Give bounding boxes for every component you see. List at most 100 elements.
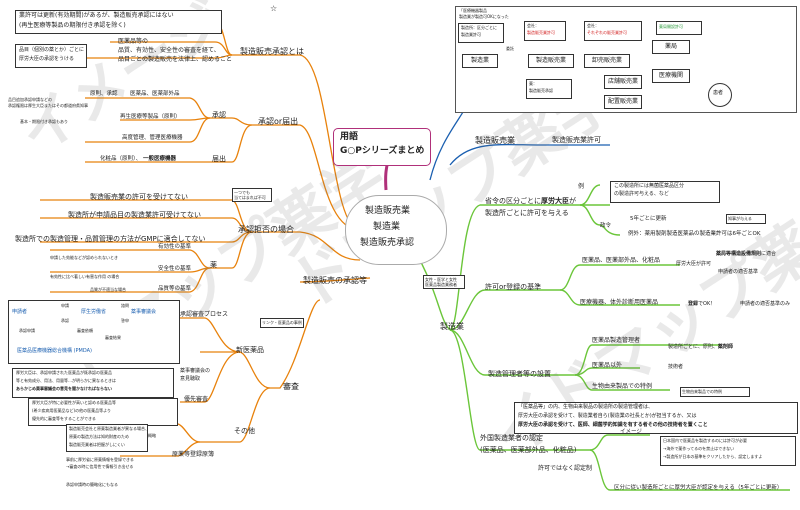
mah-title: 製造販売業: [475, 136, 515, 145]
safe-std: 安全性の基準: [158, 266, 192, 272]
foreign-sub: (医薬品、医薬部外品、化粧品): [480, 446, 577, 454]
example-box-l2: の製造許可与える、など: [614, 191, 669, 197]
priority-box-l2: (希少疾病用医薬品など)の他の医薬品等より: [32, 408, 112, 413]
diag-mah-license-l2: 製造販売業許可: [527, 30, 555, 35]
manager-1-rule: 製造所ごとに、原則、薬剤師: [668, 344, 733, 351]
new-drug-label: 新医薬品: [236, 346, 264, 354]
diag-node-pharmacy: 薬局: [652, 40, 690, 54]
std-1-auth: 厚労大臣が許可: [676, 261, 712, 267]
approval-desc-l2: 品質、有効性、安全性の審査を経て、: [118, 47, 220, 54]
pmda-result: 審査結果: [105, 335, 121, 340]
renew-note: 知事が与える: [726, 214, 766, 224]
tiny-note-mid: 基本・期限付き承認もあり: [20, 119, 68, 124]
approval-or-notify: 承認or届出: [258, 117, 299, 126]
approval-note-2-l1: 品目（個別の薬とか）ごとに: [19, 47, 85, 53]
image-box-l3: →製造所が日本の基準をクリアしたから、認定しますよ: [663, 454, 763, 459]
priority-box-l1: 厚労大臣が特に必要性が高いと認める医薬品等: [32, 400, 116, 405]
priority-review: 優先審査: [184, 396, 209, 403]
refuse-title: 承認拒否の場合: [238, 225, 294, 234]
manager-1-rule-a: 製造所ごとに、原則、: [668, 344, 718, 350]
image-box-l1: 日本国内で医薬品を製造するのには許可が必要: [663, 438, 747, 443]
tiny-note-top-l1: 品目追加承認申請などの: [8, 97, 52, 102]
pmda-arrow-apply: 申請: [61, 303, 69, 308]
approval-desc-l1: 医薬品等の: [118, 38, 149, 45]
generic-box-2-l1: 事前に厚労省に原薬情報を登録できる: [66, 457, 134, 462]
std-1: 医薬品、医薬部外品、化粧品: [582, 257, 661, 264]
approval-note-1: 業許可は更新(有効期間)があるが、製造販売承認にはない (再生医療等製品の期限付…: [15, 10, 222, 34]
std-2-rule: 申請者の適否基準のみ: [740, 301, 791, 307]
manager-3-note: 生物由来製品での特例: [680, 387, 750, 397]
qual-desc: 品質が不適当な場合: [90, 287, 126, 292]
tiny-note-top-l2: 承認権限は厚生大臣またはその都道府県知事: [8, 103, 88, 108]
refuse-note: 一つでも 当てはまれば不可: [232, 188, 272, 203]
approval-item-1: 原則、承認: [90, 91, 118, 97]
diag-pharmacy-license-l1: 薬局開設許可: [659, 24, 683, 29]
priority-box: 厚労大臣が特に必要性が高いと認める医薬品等 (希少疾病用医薬品など)の他の医薬品…: [28, 398, 178, 426]
diag-node-manufacturer: 製造業: [462, 54, 498, 68]
approval-item-3: 高度管理、管理医療機器: [122, 135, 183, 141]
mfg-desc-l1a: 省令の区分ごとに: [485, 197, 541, 205]
bio-box-l1: 「医薬品等」の内、生物由来製品の製造所の製造管理者は、: [518, 404, 654, 410]
refuse-item-3: 製造所での製造管理・品質管理の方法がGMPに適合してない: [15, 235, 206, 243]
diag-node-mah: 製造販売業: [528, 54, 574, 68]
central-line1: 製造販売業: [365, 206, 411, 216]
manager-label: 製造管理者等の設置: [488, 370, 551, 378]
diag-node-patient: 患者: [708, 83, 732, 107]
topic-title-box: 用語 G○Pシリーズまとめ: [333, 128, 431, 166]
eff-std: 有効性の基準: [158, 244, 192, 250]
pmda-diagram: 申請者 厚生労働省 薬事審議会 申請 承認 諮問 答申 承認申請 審査依頼 審査…: [8, 300, 180, 364]
manager-2-rule: 技術者: [668, 364, 684, 370]
topic-title-line2: G○Pシリーズまとめ: [340, 146, 425, 156]
mah-license: 製造販売業許可: [552, 136, 601, 144]
approval-note-1-l2: (再生医療等製品の期限付き承認を除く): [19, 22, 126, 29]
diag-node-clinic: 医療機関: [652, 69, 690, 83]
diag-approval-l1: 薬：: [529, 81, 537, 86]
std-2-reg-b: でOK！: [698, 301, 716, 307]
council-note-2: 意見聴取: [180, 376, 201, 382]
refuse-item-1: 製造販売業の許可を受けてない: [90, 193, 188, 201]
approval-star: ☆: [270, 4, 278, 13]
other-label: その他: [234, 427, 255, 435]
pmda-arrow-report: 答申: [121, 318, 129, 323]
central-line2: 製造業: [373, 222, 401, 232]
generic-review: 原薬等登録原簿: [172, 451, 215, 458]
mfg-desc-l2: 製造所ごとに許可を与える: [485, 209, 569, 217]
council-box-l1: 厚労大臣は、承認申請された医薬品が既承認の医薬品: [16, 370, 112, 375]
std-1-rule1a: 薬局等構造設備規則: [716, 251, 762, 257]
approval-desc-l3: 品目ごとの製造販売を法律上、認めること: [118, 56, 232, 63]
pmda-applicant: 申請者: [12, 309, 28, 315]
diag-mfr-license-l2: 製造業許可: [461, 32, 481, 37]
foreign-title: 外国製造業者の認定: [480, 434, 543, 442]
pmda-arrow-consult: 諮問: [121, 303, 129, 308]
std-2-reg-a: 登録: [688, 301, 699, 307]
qual-std: 品質等の基準: [158, 286, 192, 292]
distribution-diagram: 「医療機器製品 製造業が製造可OKになった 製造所：区分ごとに 製造業許可 会社…: [455, 6, 797, 113]
mfg-desc-bold: 厚労大臣: [541, 197, 569, 205]
diag-node-patient-label: 患者: [713, 90, 724, 96]
drug-label: 薬: [210, 261, 217, 269]
pmda-req2: 審査依頼: [77, 328, 93, 333]
license-std: 許可or登録の基準: [485, 283, 542, 291]
generic-box-1-l2: 原薬の製造方法は知的財産のため: [69, 434, 129, 439]
notify-label: 届出: [212, 155, 226, 163]
review-process: 承認審査プロセス: [180, 311, 229, 318]
generic-box-2-l2: →審査の時に信用性で情報引き出せる: [66, 464, 134, 469]
example-label: 例: [578, 183, 585, 190]
generic-note: 概略: [148, 433, 156, 438]
bio-box-l2: 厚労大臣の承認を受けて、製造業者自ら(製造業の社長とか)が担当するか、又は: [518, 413, 697, 419]
std-1-rule1: 薬局等構造設備規則に適合: [716, 251, 776, 258]
council-box-l2: 等と有効成分、用法、用量等…が明らかに異なるときは: [16, 378, 116, 383]
manager-1-rule-b: 薬剤師: [717, 344, 733, 350]
example-box-l1: この製造所には無菌医薬品区分: [614, 183, 685, 189]
diag-mfr-license: 製造所：区分ごとに 製造業許可: [458, 23, 504, 43]
topic-title-line1: 用語: [340, 132, 359, 142]
diag-approval: 薬： 製造販売承認: [526, 79, 572, 99]
std-1-rule2: 申請者の適否基準: [718, 269, 759, 275]
approval-branch: 製造販売の承認等: [303, 276, 367, 285]
image-box: 日本国内で医薬品を製造するのには許可が必要 →海外で薬作ってるのを禁止はできない…: [660, 436, 796, 466]
std-2: 医療機器、体外診断用医薬品: [580, 299, 659, 306]
diag-wholesale-license-l1: 会社：: [587, 23, 599, 28]
pmda-mhlw: 厚生労働省: [81, 309, 107, 315]
image-label: イメージ: [620, 429, 642, 435]
pmda-req1: 承認申請: [19, 328, 35, 333]
